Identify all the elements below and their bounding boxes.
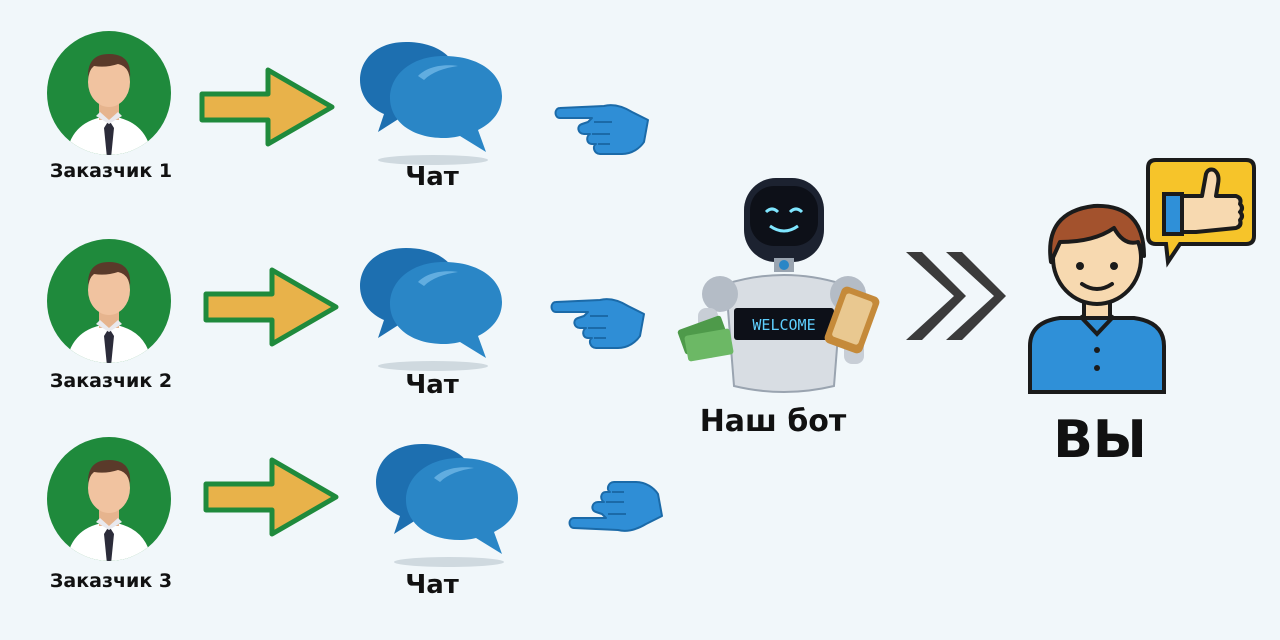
customer-avatar-1 [44,28,174,158]
chat-label-1: Чат [405,162,459,192]
pointing-hand-icon-1 [554,104,649,155]
pointing-hand-icon-2 [550,298,645,349]
customer-label-2: Заказчик 2 [49,370,173,392]
you-label: ВЫ [1053,410,1147,470]
robot-bot-icon: WELCOME [677,178,880,393]
arrow-right-3 [202,452,342,542]
customer-label-1: Заказчик 1 [49,160,173,182]
chat-bubbles-icon-1 [358,36,508,166]
robot-screen-text: WELCOME [752,316,815,334]
customer-avatar-3 [44,434,174,564]
pointing-hand-icon-3 [568,481,663,532]
you-person-icon [1028,203,1166,394]
chat-bubbles-icon-3 [374,438,524,568]
arrow-right-2 [202,262,342,352]
chat-label-2: Чат [405,370,459,400]
chat-label-3: Чат [405,570,459,600]
double-chevron-right-icon [906,252,1006,340]
arrow-right-1 [198,62,338,152]
thumbs-up-icon [1146,158,1256,268]
bot-label: Наш бот [699,404,847,439]
customer-label-3: Заказчик 3 [49,570,173,592]
chat-bubbles-icon-2 [358,242,508,372]
customer-avatar-2 [44,236,174,366]
